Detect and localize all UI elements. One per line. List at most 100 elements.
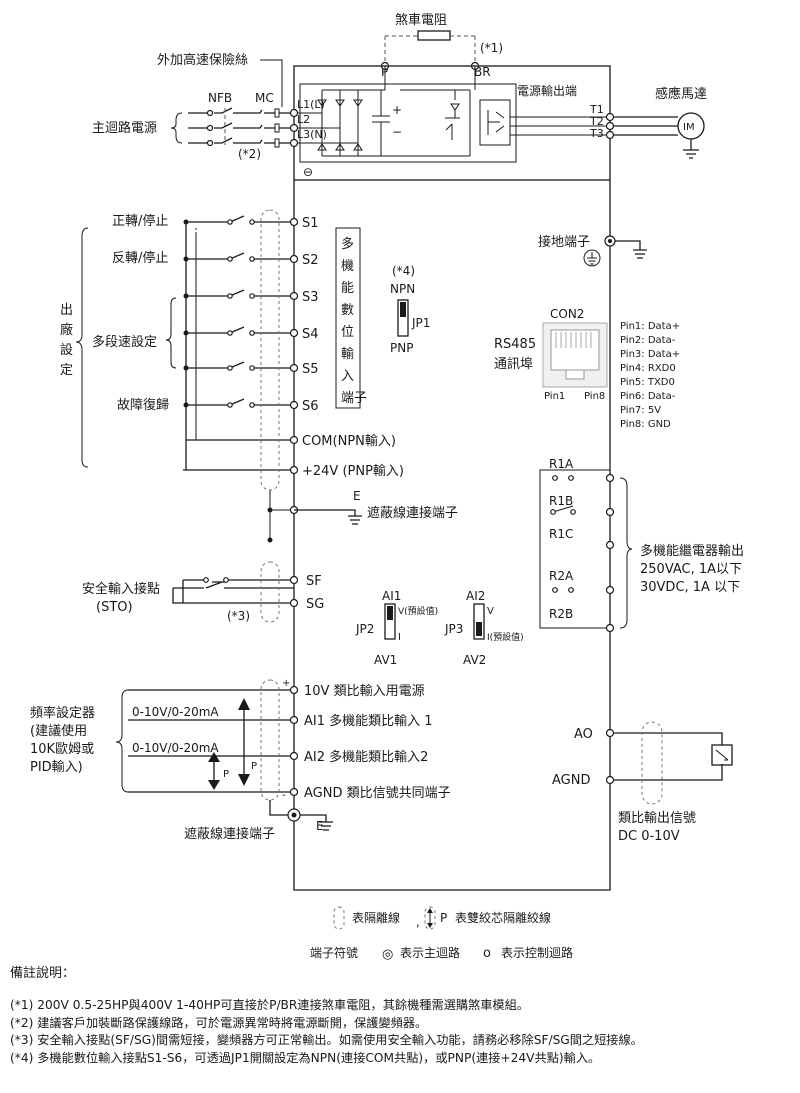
agnd-right-label: AGND bbox=[552, 773, 590, 788]
pot-p-label: P bbox=[251, 761, 257, 772]
legend-isolated-symbol bbox=[333, 906, 345, 930]
pin-6: Pin6: Data- bbox=[620, 391, 676, 402]
legend-twisted-symbol bbox=[424, 906, 436, 930]
pin-4: Pin4: RXD0 bbox=[620, 363, 676, 374]
legend: 表隔離線 , P 表雙絞芯隔離絞線 端子符號 ◎ 表示主迴路 o 表示控制迴路 bbox=[310, 906, 573, 962]
l1-label: L1(L) bbox=[297, 98, 325, 111]
fuse-label: 外加高速保險絲 bbox=[157, 52, 248, 68]
inverter-igbt bbox=[479, 99, 511, 146]
terminal-r2a bbox=[605, 585, 615, 595]
note-2: (*2) 建議客戶加裝斷路保護線路，可於電源異常時將電源斷開，保護變頻器。 bbox=[10, 1015, 428, 1030]
terminal-r1c bbox=[605, 540, 615, 550]
legend-terminal-symbol: 端子符號 bbox=[310, 945, 358, 960]
multispeed-label: 多段速設定 bbox=[92, 334, 157, 350]
analog-inputs bbox=[128, 719, 294, 757]
main-power-label: 主迴路電源 bbox=[92, 120, 157, 136]
relay-desc-3: 30VDC, 1A 以下 bbox=[640, 580, 740, 595]
jp2-i: I bbox=[398, 632, 401, 643]
note4-mark: (*4) bbox=[392, 264, 415, 278]
agnd-label: AGND 類比信號共同端子 bbox=[304, 786, 451, 801]
power-section: 煞車電阻 (*1) P BR 外加高速保險絲 NFB MC 主迴路電源 (*2) bbox=[92, 13, 707, 181]
md-char-5: 位 bbox=[341, 325, 354, 340]
sto-contact bbox=[172, 581, 294, 604]
pid-arrow-heads bbox=[208, 752, 220, 790]
md-char-3: 能 bbox=[341, 281, 354, 296]
analog-shield-ground bbox=[269, 800, 333, 831]
brake-resistor-symbol bbox=[417, 30, 451, 41]
legend-ctrl: 表示控制迴路 bbox=[501, 945, 573, 960]
ai1-label: AI1 多機能類比輸入 1 bbox=[304, 713, 433, 729]
ai2-label: AI2 多機能類比輸入2 bbox=[304, 749, 428, 765]
sg-label: SG bbox=[306, 597, 324, 612]
forward-label: 正轉/停止 bbox=[112, 213, 168, 229]
pin-7: Pin7: 5V bbox=[620, 405, 661, 416]
pid-p-label: P bbox=[223, 769, 229, 780]
jp2-jumper bbox=[387, 606, 393, 620]
terminal-l3 bbox=[289, 138, 299, 148]
t3-label: T3 bbox=[589, 127, 604, 140]
note3-mark: (*3) bbox=[227, 609, 250, 623]
terminal-ao bbox=[605, 728, 615, 738]
r1b-label: R1B bbox=[549, 494, 573, 508]
ground-symbol bbox=[583, 249, 601, 267]
input-common-bus bbox=[183, 222, 294, 471]
freq-setter-label: 頻率設定器 bbox=[30, 705, 95, 721]
jp3-v: V bbox=[487, 606, 494, 617]
terminal-l2 bbox=[289, 123, 299, 133]
md-char-8: 端子 bbox=[341, 391, 367, 406]
ao-label: AO bbox=[574, 727, 593, 742]
e-label: E bbox=[353, 489, 361, 503]
terminal-r1a bbox=[605, 473, 615, 483]
s1-label: S1 bbox=[302, 216, 319, 231]
md-char-4: 數 bbox=[341, 303, 354, 318]
terminal-s6 bbox=[289, 400, 299, 410]
sto-wiring bbox=[182, 579, 294, 603]
terminal-s2 bbox=[289, 254, 299, 264]
md-char-1: 多 bbox=[341, 236, 354, 252]
input-phase-lines bbox=[188, 107, 294, 148]
shield-capsule-inputs bbox=[260, 209, 280, 491]
brake-resistor-wiring bbox=[384, 35, 476, 66]
md-char-7: 入 bbox=[341, 369, 354, 384]
factory-setting-1: 出 bbox=[60, 303, 73, 318]
range-2: 0-10V/0-20mA bbox=[132, 741, 219, 755]
sf-label: SF bbox=[306, 574, 322, 589]
terminal-l1 bbox=[289, 108, 299, 118]
l2-label: L2 bbox=[297, 113, 310, 126]
ai1-jp-label: AI1 bbox=[382, 589, 401, 603]
sto-label-1: 安全輸入接點 bbox=[82, 581, 160, 597]
t1-label: T1 bbox=[589, 103, 604, 116]
shield-ground bbox=[294, 509, 362, 525]
md-char-2: 機 bbox=[341, 259, 354, 274]
av1-label: AV1 bbox=[374, 653, 397, 667]
terminal-t3 bbox=[605, 130, 615, 140]
s5-label: S5 bbox=[302, 362, 319, 377]
legend-ctrl-mark: o bbox=[483, 946, 491, 961]
terminal-agnd bbox=[289, 787, 299, 797]
switch-rows bbox=[183, 215, 294, 440]
terminal-com bbox=[289, 435, 299, 445]
digital-inputs: 正轉/停止 反轉/停止 多段速設定 故障復歸 出 廠 設 定 bbox=[60, 209, 458, 543]
analog-shield-capsule bbox=[260, 679, 280, 801]
av2-label: AV2 bbox=[463, 653, 486, 667]
s6-label: S6 bbox=[302, 399, 319, 414]
l3-label: L3(N) bbox=[297, 128, 327, 141]
svg-text:−: − bbox=[392, 125, 402, 139]
relay-desc-2: 250VAC, 1A以下 bbox=[640, 562, 742, 577]
relay-desc-1: 多機能繼電器輸出 bbox=[640, 543, 744, 559]
terminal-s3 bbox=[289, 291, 299, 301]
freq-recommend: (建議使用 bbox=[30, 723, 87, 739]
multispeed-brace bbox=[165, 297, 177, 369]
analog-brace bbox=[115, 689, 129, 793]
legend-p: P bbox=[440, 911, 447, 925]
legend-main-mark: ◎ bbox=[382, 947, 393, 962]
factory-setting-2: 廠 bbox=[60, 322, 73, 338]
multi-digital-box bbox=[335, 227, 361, 409]
jp3-switch bbox=[473, 603, 485, 640]
main-power-brace bbox=[170, 112, 183, 144]
t2-label: T2 bbox=[589, 115, 604, 128]
s3-label: S3 bbox=[302, 290, 319, 305]
ao-signal-label: 類比輸出信號 bbox=[618, 811, 696, 826]
rectifier-inverter-box bbox=[299, 83, 517, 163]
communication-section: 接地端子 CON2 RS485 通訊埠 Pin1 Pin8 Pin1: Data… bbox=[494, 234, 680, 430]
